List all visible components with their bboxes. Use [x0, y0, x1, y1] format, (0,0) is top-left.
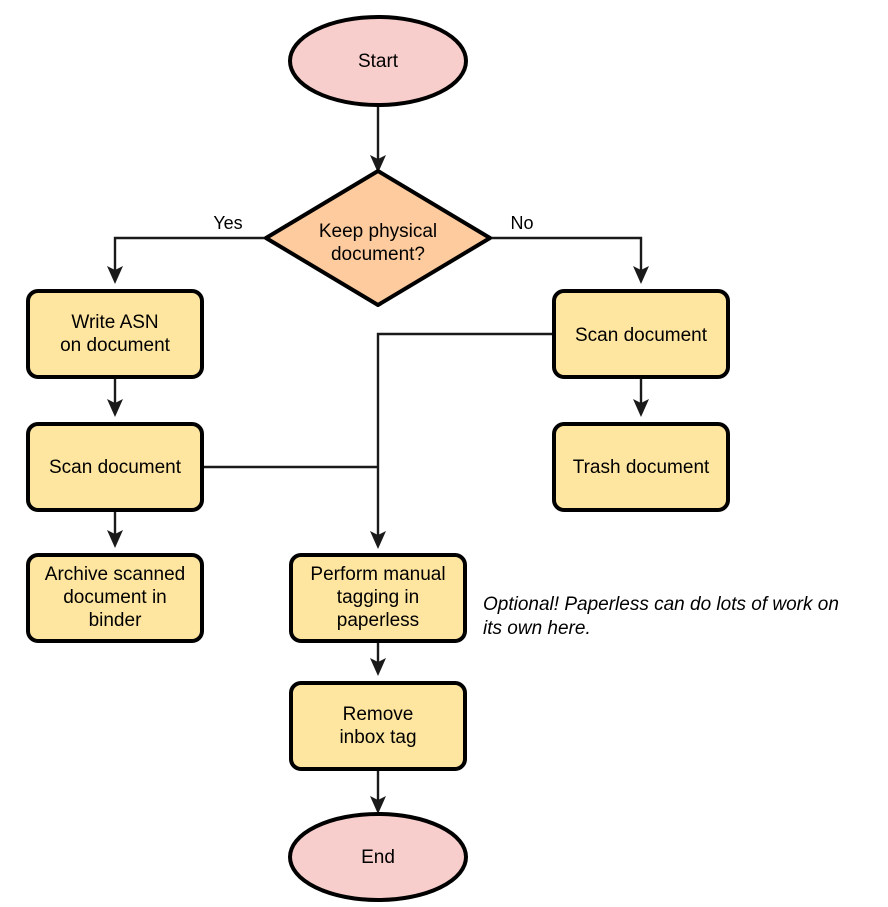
node-trash-document-label: Trash document — [573, 457, 710, 478]
edge-line — [491, 236, 643, 272]
decision-diamond-shape[interactable] — [264, 169, 492, 307]
node-archive-scanned-document[interactable]: Archive scanned document in binder — [26, 553, 204, 643]
node-scan-document-right-label: Scan document — [575, 325, 708, 346]
annotation-line1: Optional! Paperless can do lots of work … — [483, 594, 839, 615]
arrowhead-icon — [107, 530, 123, 548]
edge-scan-left-to-archive — [107, 512, 123, 548]
node-trash-document[interactable]: Trash document — [552, 422, 730, 512]
remove-inbox-rect-shape[interactable] — [289, 681, 467, 771]
node-archive-label-line1: Archive scanned — [45, 564, 185, 585]
node-perform-manual-tagging[interactable]: Perform manual tagging in paperless — [289, 553, 467, 643]
trash-document-rect-shape[interactable] — [552, 422, 730, 512]
edge-decision-to-write-asn — [107, 236, 265, 284]
scan-document-right-rect-shape[interactable] — [552, 289, 730, 379]
arrowhead-icon — [370, 658, 386, 676]
arrowhead-icon — [633, 266, 649, 284]
node-decision-label-line2: document? — [331, 244, 425, 265]
node-tagging-label-line3: paperless — [337, 610, 419, 631]
scan-document-left-rect-shape[interactable] — [26, 422, 204, 512]
node-archive-label-line2: document in — [63, 587, 167, 608]
node-remove-inbox-label-line2: inbox tag — [339, 727, 416, 748]
edge-decision-to-scan-right — [491, 236, 649, 284]
edge-remove-inbox-to-end — [370, 771, 386, 814]
arrowhead-icon — [107, 266, 123, 284]
write-asn-rect-shape[interactable] — [26, 289, 204, 379]
tagging-rect-shape[interactable] — [289, 553, 467, 643]
annotation-optional-note: Optional! Paperless can do lots of work … — [483, 594, 839, 639]
archive-rect-shape[interactable] — [26, 553, 204, 643]
arrowhead-icon — [370, 531, 386, 549]
node-decision-keep-physical-document[interactable]: Keep physical document? — [264, 169, 492, 307]
node-end[interactable]: End — [288, 812, 468, 902]
edge-start-to-decision — [370, 106, 386, 173]
arrowhead-icon — [633, 399, 649, 417]
node-remove-inbox-label-line1: Remove — [343, 704, 414, 725]
edge-scan-right-to-tagging — [370, 332, 552, 549]
edge-write-asn-to-scan-left — [107, 379, 123, 417]
end-ellipse-shape[interactable] — [288, 812, 468, 902]
node-start-label: Start — [358, 51, 399, 72]
edge-scan-right-to-trash — [633, 379, 649, 417]
node-scan-document-left[interactable]: Scan document — [26, 422, 204, 512]
node-end-label: End — [361, 847, 395, 868]
arrowhead-icon — [370, 155, 386, 173]
arrowhead-icon — [107, 399, 123, 417]
edge-line — [113, 236, 265, 272]
node-write-asn[interactable]: Write ASN on document — [26, 289, 204, 379]
arrowhead-icon — [370, 796, 386, 814]
edge-label-no: No — [510, 213, 533, 233]
node-start[interactable]: Start — [288, 15, 468, 107]
node-archive-label-line3: binder — [89, 610, 142, 631]
node-scan-document-left-label: Scan document — [49, 457, 182, 478]
node-tagging-label-line1: Perform manual — [310, 564, 445, 585]
edge-tagging-to-remove-inbox — [370, 643, 386, 676]
node-decision-label-line1: Keep physical — [319, 221, 437, 242]
node-scan-document-right[interactable]: Scan document — [552, 289, 730, 379]
edge-line — [376, 332, 552, 536]
annotation-line2: its own here. — [483, 618, 591, 639]
start-ellipse-shape[interactable] — [288, 15, 468, 107]
node-write-asn-label-line1: Write ASN — [71, 312, 158, 333]
edge-label-yes: Yes — [213, 213, 242, 233]
node-write-asn-label-line2: on document — [60, 335, 171, 356]
node-remove-inbox-tag[interactable]: Remove inbox tag — [289, 681, 467, 771]
node-tagging-label-line2: tagging in — [337, 587, 419, 608]
